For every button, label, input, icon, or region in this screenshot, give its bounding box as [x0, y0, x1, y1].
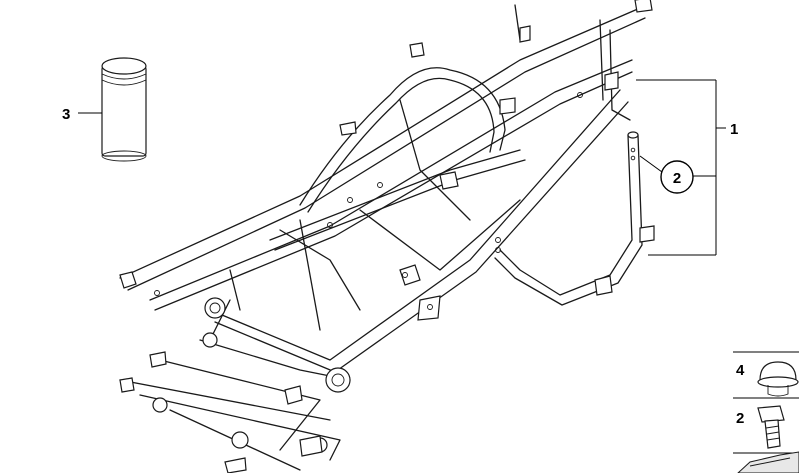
corner-badge-icon [737, 451, 799, 473]
side-part-number-2[interactable]: 2 [736, 410, 744, 427]
callout-1[interactable]: 1 [730, 121, 738, 138]
callout-3[interactable]: 3 [62, 106, 70, 123]
main-frame-illustration [119, 0, 653, 473]
callout-2-circle [660, 160, 694, 194]
callout-2[interactable]: 2 [673, 170, 681, 187]
leader-bracket-1 [636, 79, 726, 256]
screw-icon [757, 405, 785, 449]
side-parts-panel: 4 2 [733, 351, 799, 473]
side-part-number-4[interactable]: 4 [736, 362, 745, 379]
cap-icon [757, 361, 799, 397]
paint-can-illustration [101, 57, 147, 162]
leader-line-2 [639, 155, 663, 173]
rear-subframe-illustration [494, 131, 655, 306]
